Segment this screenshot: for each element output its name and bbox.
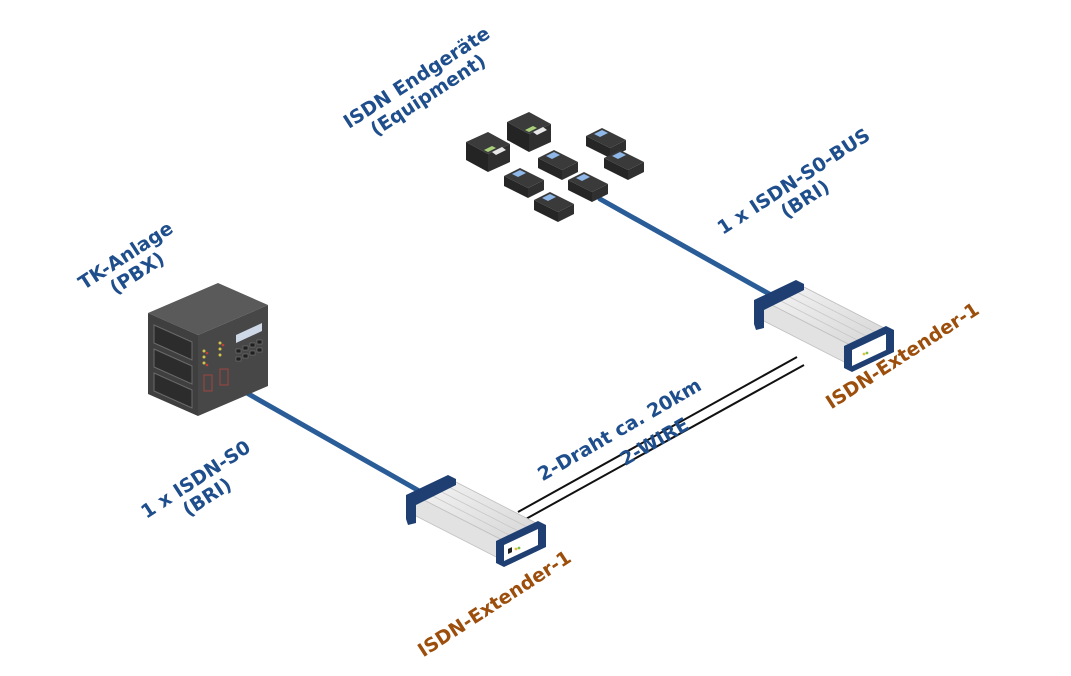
phone-icon (538, 150, 578, 180)
pbx-server-icon (148, 283, 268, 416)
link-pbx-extender-a (235, 385, 431, 499)
copper-wire-b (523, 364, 805, 521)
phones-fax-icon (466, 112, 644, 222)
extender-a-icon (406, 475, 546, 567)
link-terminals-extender-b (597, 196, 783, 303)
link-2-wire (517, 356, 805, 521)
phone-icon (504, 168, 544, 198)
fax-icon (507, 112, 551, 152)
isdn-bus-cable (597, 196, 783, 303)
phone-icon (534, 192, 574, 222)
isdn-cable (235, 385, 431, 499)
fax-icon (466, 132, 510, 172)
copper-wire-a (517, 356, 798, 513)
extender-b-icon (754, 280, 894, 372)
